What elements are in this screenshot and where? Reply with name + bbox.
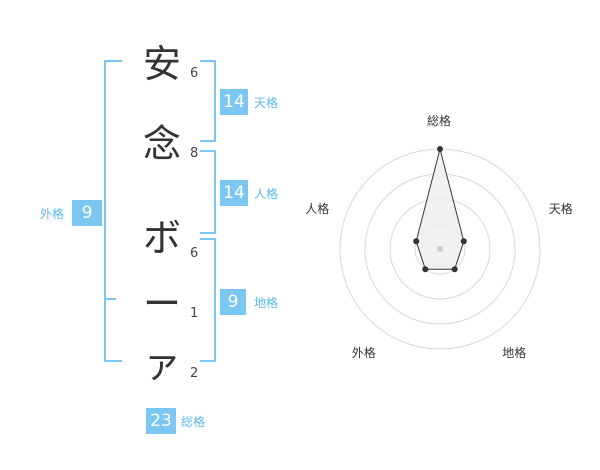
- radar-axis-label-3: 地格: [502, 345, 527, 360]
- tenkaku-label: 天格: [254, 96, 279, 110]
- stroke-count-1: 6: [190, 66, 199, 81]
- radar-axis-label-4: 外格: [351, 345, 376, 360]
- jinkaku-value: 14: [220, 180, 248, 206]
- radar-point-3: [451, 266, 458, 273]
- radar-series-polygon: [415, 148, 465, 270]
- name-char-3: ボ: [142, 216, 181, 260]
- radar-point-4: [422, 266, 429, 273]
- radar-axis-label-2: 天格: [548, 202, 573, 217]
- gaikaku-bracket-tick: [104, 298, 116, 300]
- stroke-count-3: 6: [190, 246, 199, 261]
- gaikaku-value: 9: [72, 200, 102, 226]
- name-char-1: 安: [142, 42, 181, 86]
- radar-axis-label-1: 総格: [427, 114, 452, 128]
- chikaku-value: 9: [220, 289, 246, 315]
- radar-center-point: [437, 246, 443, 252]
- name-char-2: 念: [142, 122, 181, 166]
- tenkaku-bracket: [200, 60, 216, 142]
- soukaku-label: 総格: [181, 415, 206, 429]
- stroke-count-5: 2: [190, 366, 199, 381]
- radar-point-5: [413, 238, 420, 245]
- stroke-count-2: 8: [190, 146, 199, 161]
- soukaku-value: 23: [146, 408, 176, 434]
- name-char-4: ー: [142, 282, 181, 326]
- name-char-5: ァ: [142, 342, 181, 386]
- chikaku-label: 地格: [254, 296, 279, 310]
- gaikaku-label: 外格: [40, 207, 65, 221]
- radar-point-2: [460, 238, 467, 245]
- chikaku-bracket: [200, 238, 216, 362]
- stroke-count-4: 1: [190, 306, 199, 321]
- jinkaku-bracket: [200, 150, 216, 234]
- gaikaku-bracket: [104, 60, 122, 362]
- radar-axis-label-5: 人格: [305, 202, 330, 217]
- tenkaku-value: 14: [220, 89, 248, 115]
- jinkaku-label: 人格: [254, 187, 279, 201]
- radar-point-1: [437, 146, 443, 152]
